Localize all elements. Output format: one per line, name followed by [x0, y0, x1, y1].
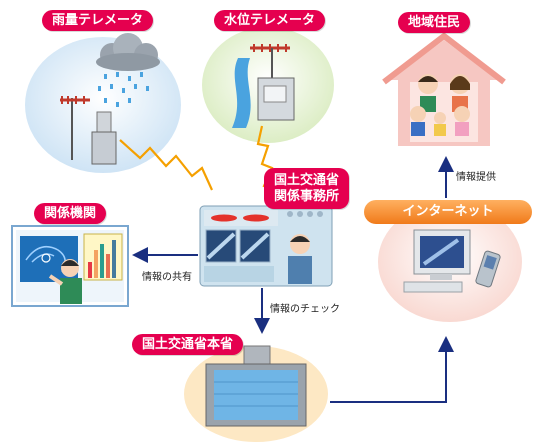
mlit-office-label-line1: 国土交通省: [274, 173, 340, 188]
operator-person-icon: [288, 234, 312, 284]
residents-illustration: [382, 33, 506, 146]
mlit-office-label: 国土交通省 関係事務所: [264, 168, 350, 210]
flow-arrows: [132, 156, 454, 403]
bar-chart-icon: [83, 233, 123, 281]
provide-flow-label: 情報提供: [456, 172, 496, 183]
hq-to-internet-arrow: [330, 336, 454, 403]
water-gauge-station-icon: [257, 77, 295, 121]
mlit-hq-label: 国土交通省本省: [132, 334, 244, 355]
antenna-icon: [60, 96, 90, 160]
family-icon: [410, 74, 470, 136]
internet-banner: インターネット: [364, 200, 532, 224]
share-flow-label: 情報の共有: [142, 272, 192, 283]
check-flow-label: 情報のチェック: [270, 304, 340, 315]
hq-building-illustration: [184, 345, 328, 442]
mobile-phone-icon: [475, 250, 501, 288]
rain-gauge-icon: [91, 111, 117, 165]
related-agencies-label: 関係機関: [34, 203, 107, 224]
presenter-person-icon: [48, 259, 82, 304]
internet-pc-illustration: [378, 202, 522, 322]
rain-telemeter-label: 雨量テレメータ: [42, 10, 154, 31]
regional-office-illustration: [199, 205, 333, 287]
mlit-office-label-line2: 関係事務所: [274, 188, 340, 204]
water-telemeter-label: 水位テレメータ: [214, 10, 326, 31]
rain-drops-icon: [98, 72, 149, 107]
computer-icon: [403, 229, 471, 293]
residents-label: 地域住民: [398, 12, 471, 33]
office-screens-icon: [205, 229, 271, 263]
cloud-icon: [96, 33, 160, 71]
water-telemeter-illustration: [202, 27, 334, 143]
river-icon: [232, 58, 251, 128]
rain-telemeter-illustration: [25, 33, 181, 173]
related-agencies-illustration: [11, 225, 129, 307]
